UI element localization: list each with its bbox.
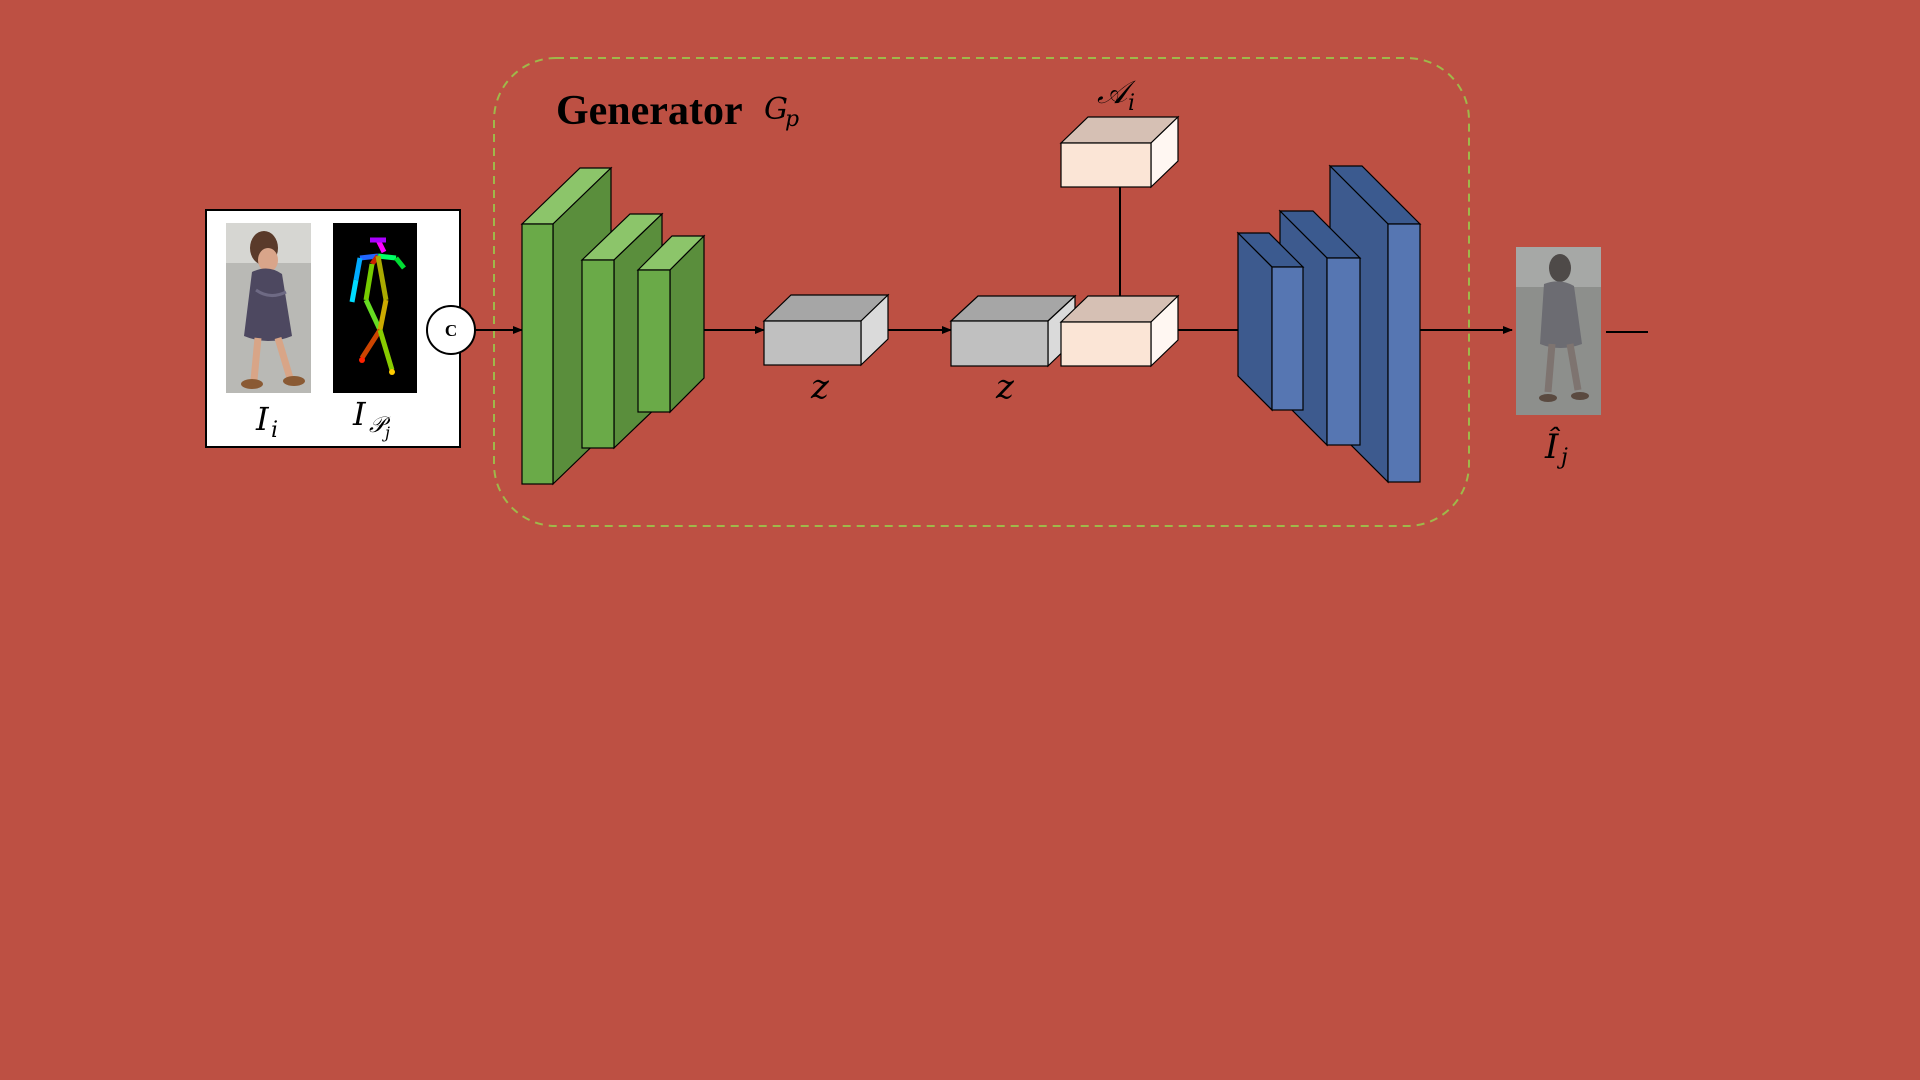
latent-z-right-label: z [995, 367, 1015, 407]
input-pose-label-subsub: j [382, 423, 390, 442]
input-pose-image [333, 223, 417, 393]
latent-z-left-label: z [810, 367, 830, 407]
concat-symbol: C [445, 321, 457, 340]
input-pose-label: I [352, 395, 367, 433]
latent-z-right [949, 294, 1077, 368]
output-label: Î [1544, 426, 1561, 467]
input-person-image [226, 223, 311, 393]
attribute-concat-box [1059, 294, 1180, 368]
attribute-label-sub: i [1128, 91, 1135, 116]
input-image-label-sub: i [271, 418, 278, 443]
decoder-block [1236, 164, 1422, 484]
encoder-block [520, 166, 706, 486]
generator-title: Generator [556, 88, 743, 134]
generator-boundary [493, 57, 1470, 527]
input-panel: I i I 𝒫 j [205, 209, 461, 448]
generator-symbol: G [764, 92, 788, 127]
output-image [1516, 247, 1601, 415]
generator-symbol-sub: p [785, 107, 799, 132]
input-image-label: I [255, 400, 270, 438]
attribute-input-box [1059, 115, 1180, 189]
latent-z-left [762, 293, 890, 367]
